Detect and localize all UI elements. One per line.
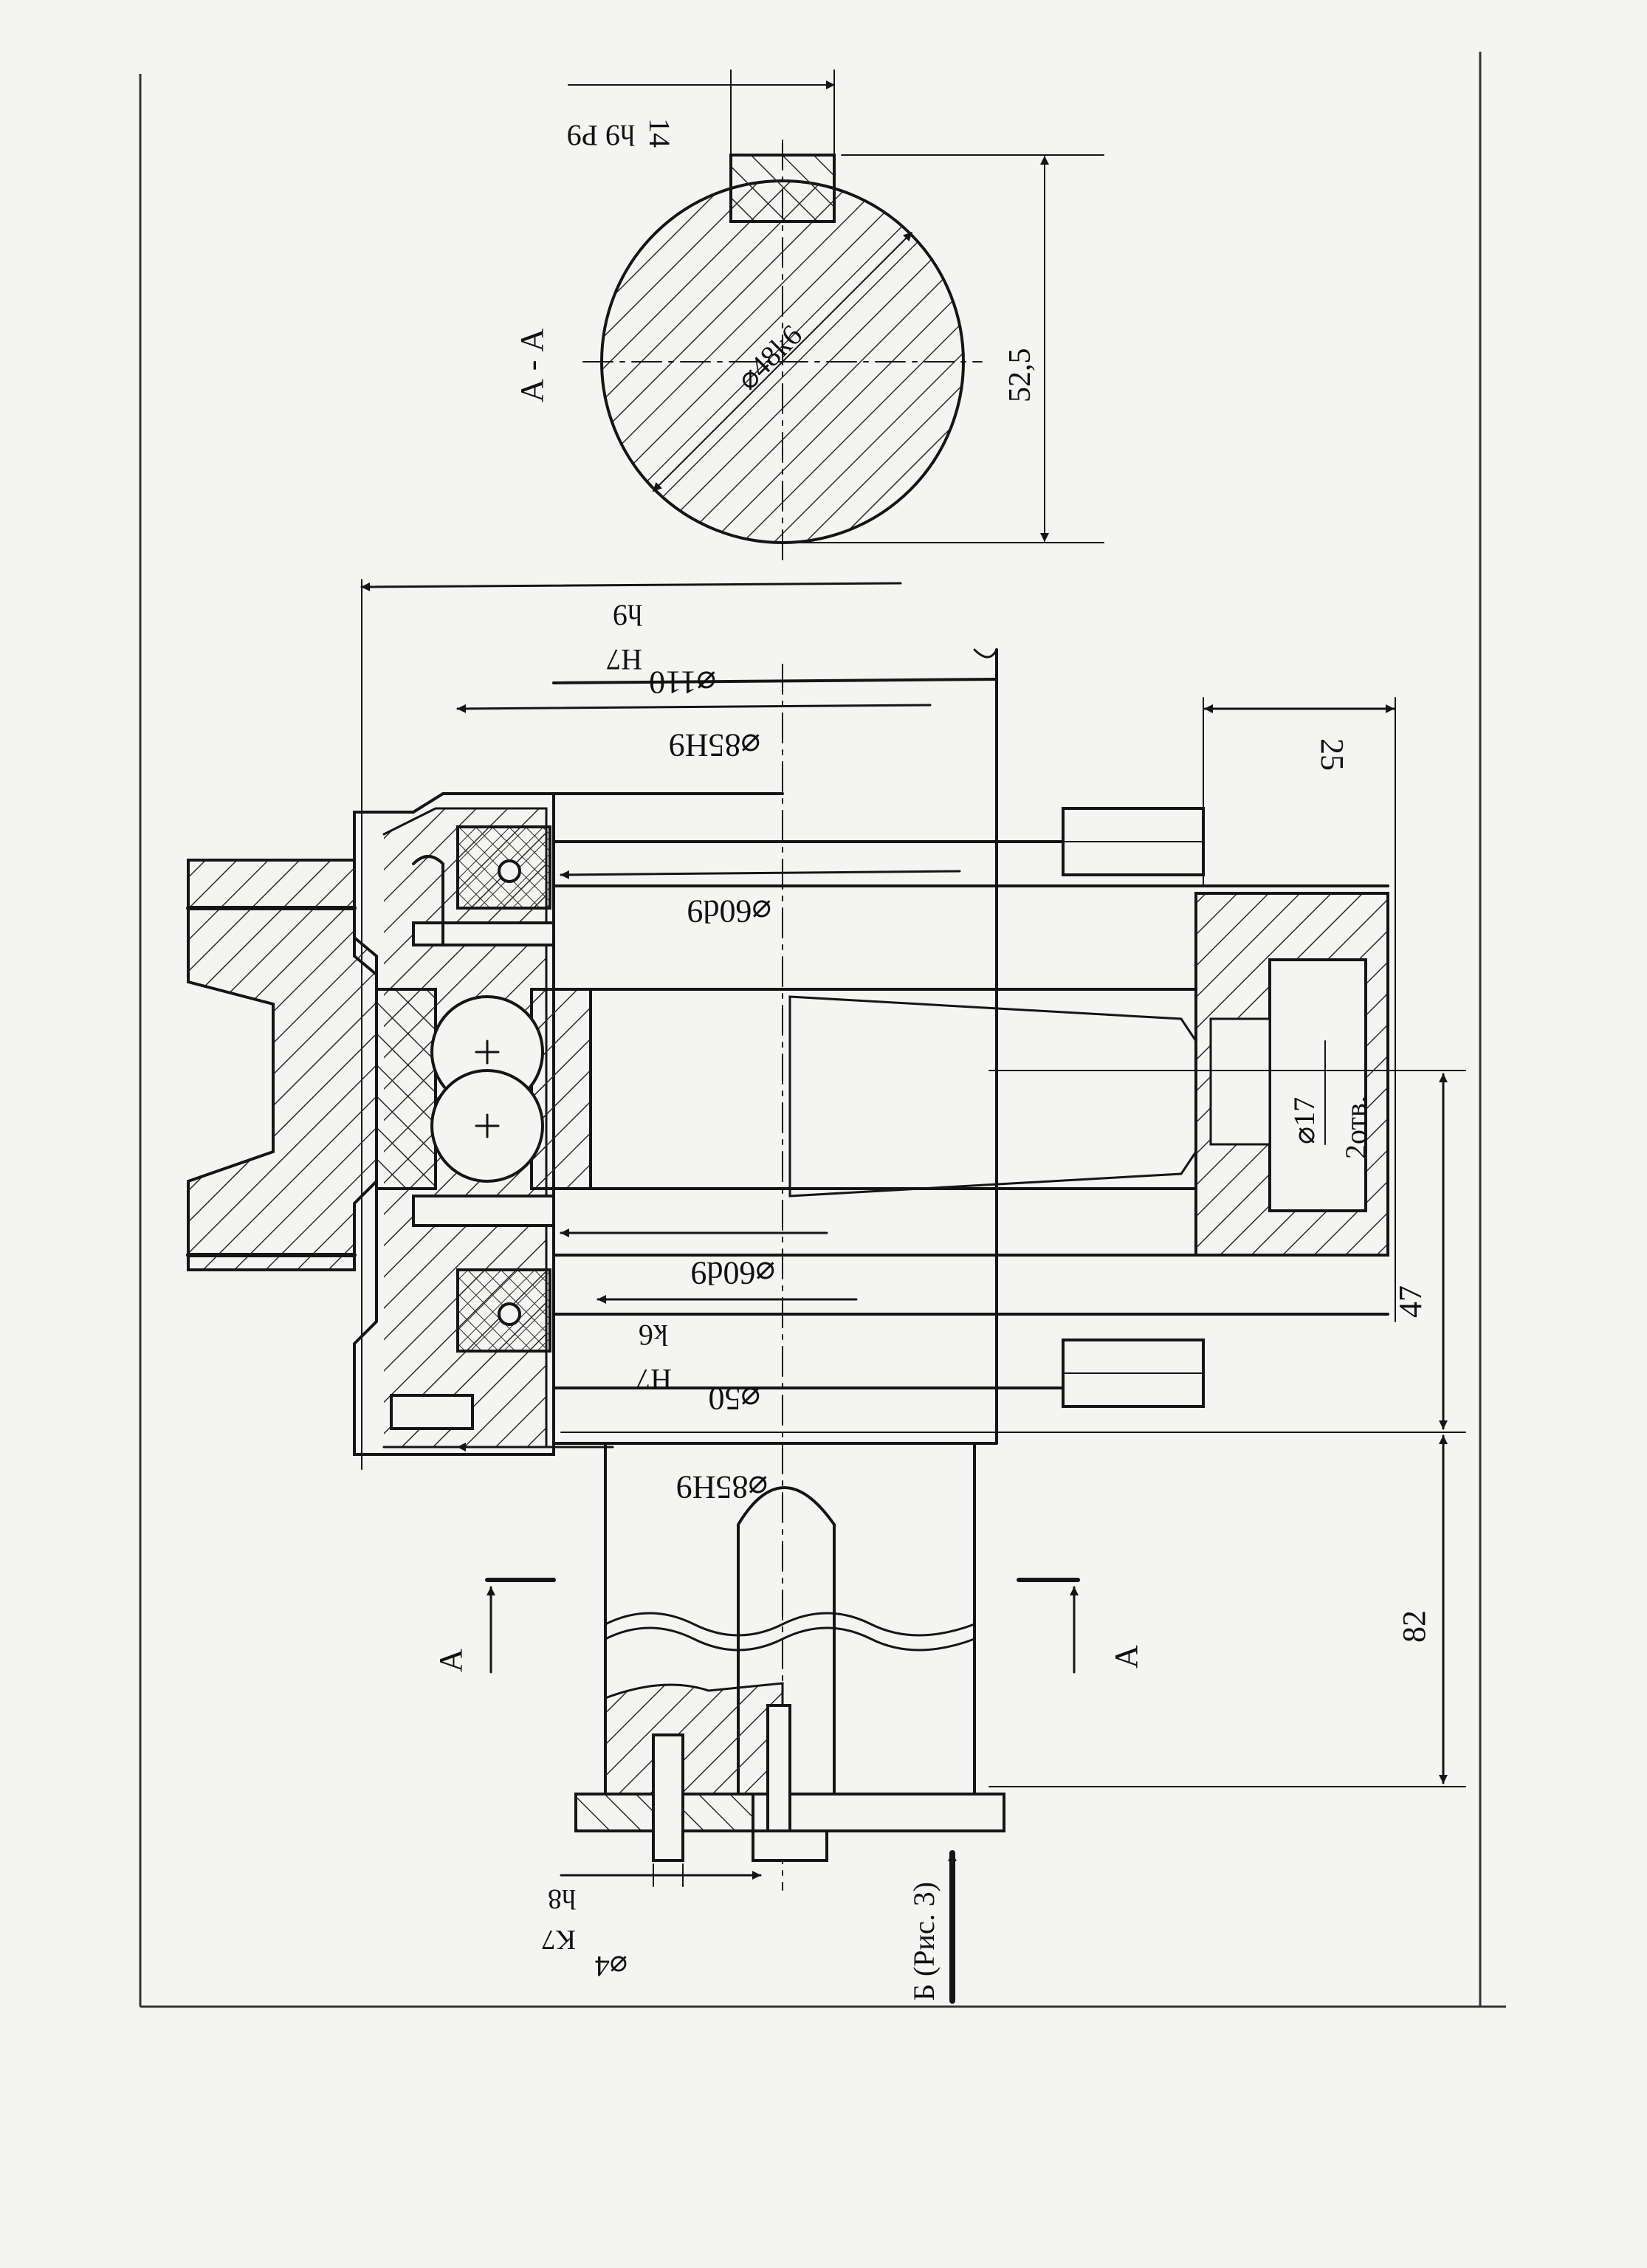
cut-plane-marks xyxy=(485,1578,1080,1674)
main-assembly xyxy=(186,579,1466,1891)
dim-d85-lower: ⌀85H9 xyxy=(676,1469,768,1505)
stud xyxy=(766,1704,791,1840)
dim-d85-upper: ⌀85H9 xyxy=(669,727,760,763)
dim-47: 47 xyxy=(1392,1285,1428,1318)
key-size-num: 14 xyxy=(643,118,676,148)
dim-d4-top: K7 xyxy=(542,1924,576,1955)
dim-d50: ⌀50 xyxy=(709,1381,761,1417)
key-fit-bot: h9 xyxy=(605,119,635,152)
dim-82: 82 xyxy=(1396,1610,1432,1643)
section-height-dim: 52,5 xyxy=(1003,348,1037,403)
dim-d110-bot: h9 xyxy=(613,599,642,632)
dim-d50-top: H7 xyxy=(636,1363,672,1396)
dim-25: 25 xyxy=(1314,738,1350,771)
key-fit-top: P9 xyxy=(567,119,598,152)
dim-d60-lower: ⌀60d9 xyxy=(691,1255,776,1291)
dim-d17: ⌀17 xyxy=(1287,1097,1321,1144)
section-aa xyxy=(568,69,1104,562)
dim-d4-bot: h8 xyxy=(548,1883,576,1914)
view-b-label: Б (Рис. 3) xyxy=(907,1882,941,2001)
dim-d60-upper: ⌀60d9 xyxy=(687,893,772,929)
dim-holes: 2отв. xyxy=(1339,1096,1372,1159)
dim-d4: ⌀4 xyxy=(595,1950,627,1983)
section-title: А - А xyxy=(514,329,550,402)
bolt-left xyxy=(390,1394,474,1430)
seal-upper xyxy=(456,825,551,910)
sheet-frame xyxy=(139,52,1506,2008)
cut-label-left: А xyxy=(433,1649,469,1672)
dim-d50-bot: k6 xyxy=(639,1319,668,1352)
leader-arrows xyxy=(456,704,1448,1887)
dim-d110: ⌀110 xyxy=(649,664,716,701)
bearing-outer xyxy=(375,988,437,1190)
dim-d110-top: H7 xyxy=(606,643,642,676)
bolt-base xyxy=(752,1829,828,1862)
bearing-inner xyxy=(530,988,592,1190)
pin xyxy=(652,1733,684,1862)
cut-label-right: А xyxy=(1108,1645,1144,1669)
